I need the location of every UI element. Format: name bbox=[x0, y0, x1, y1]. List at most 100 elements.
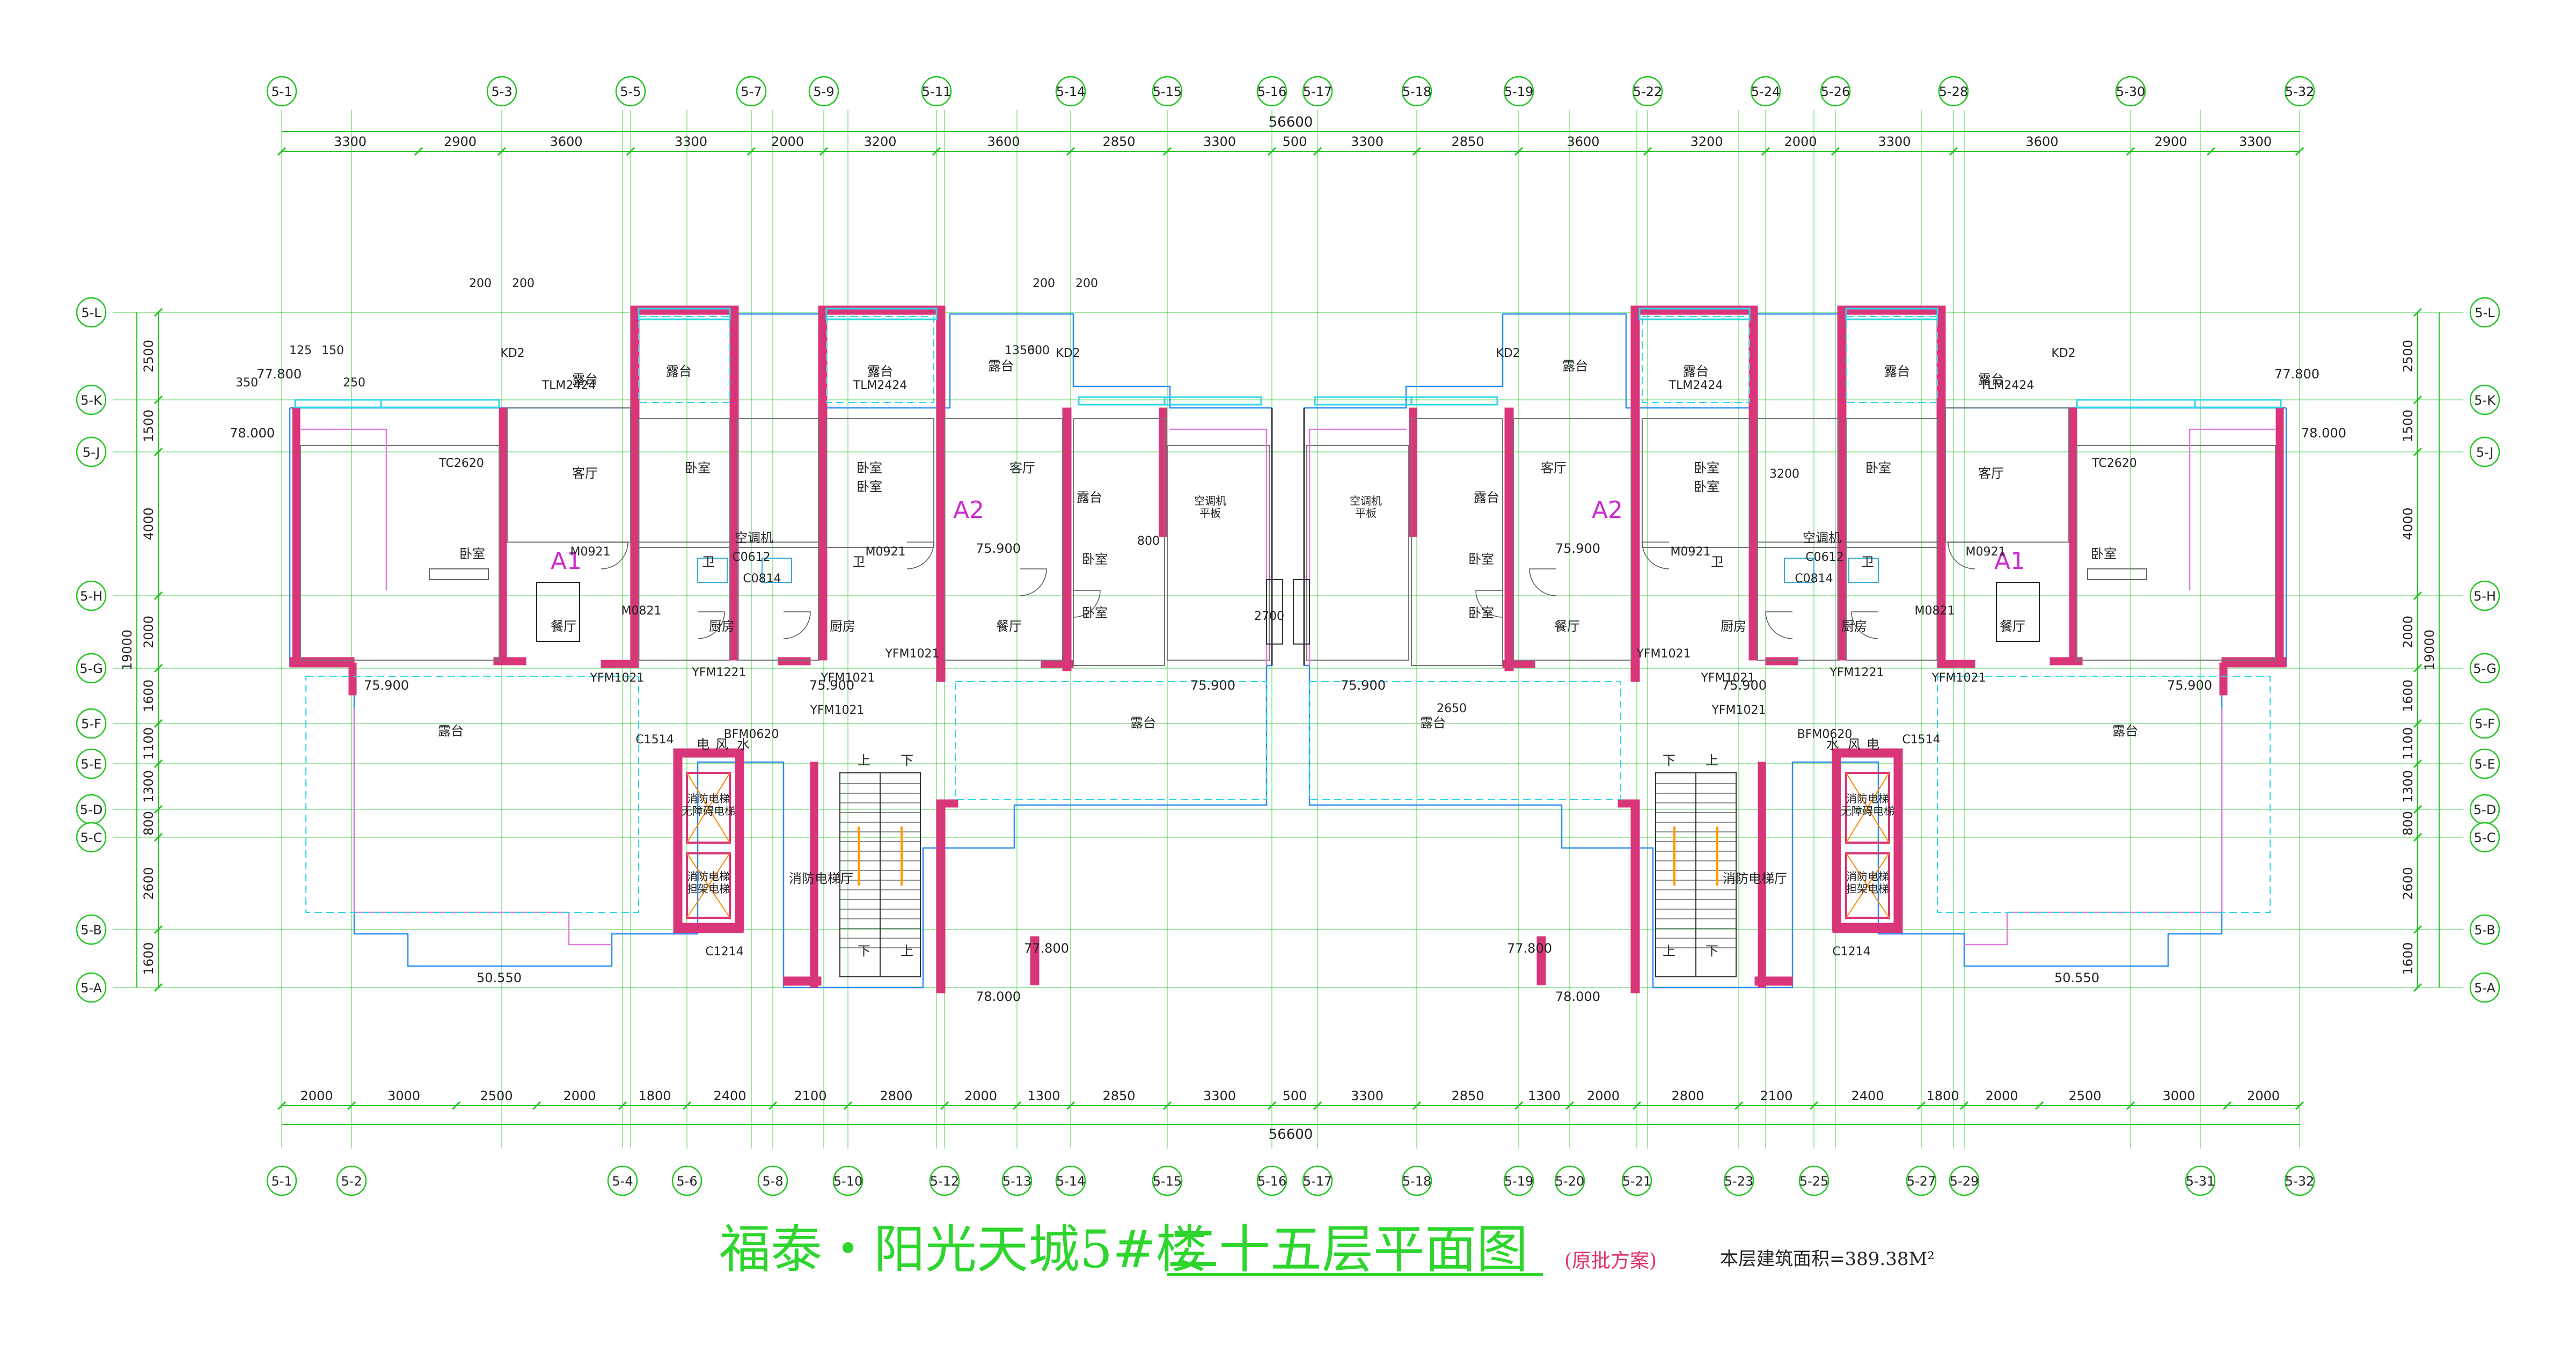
code-label: YFM1221 bbox=[691, 666, 746, 679]
structural-wall bbox=[1502, 660, 1535, 668]
structural-wall bbox=[729, 305, 739, 661]
dim-top-label: 3300 bbox=[334, 134, 367, 149]
axis-bubble-top: 5-18 bbox=[1402, 84, 1431, 99]
room-dining: 餐厅 bbox=[551, 619, 576, 634]
dim-bottom-tick bbox=[1162, 1101, 1172, 1110]
room-terrace: 露台 bbox=[572, 372, 598, 387]
axis-bubble-bottom: 5-18 bbox=[1402, 1174, 1431, 1189]
pipe-line bbox=[2189, 428, 2275, 590]
axis-bubble-right-circle bbox=[2469, 822, 2500, 853]
door-swing bbox=[1851, 611, 1879, 639]
elevator-shaft bbox=[1845, 772, 1890, 844]
elevation-label: 75.900 bbox=[1555, 541, 1600, 556]
room-elevator-2: 担架电梯 bbox=[1846, 882, 1889, 895]
dim-bottom-tick bbox=[843, 1101, 853, 1110]
dim-top-label: 2900 bbox=[2154, 134, 2187, 149]
dim-right-label: 1600 bbox=[2401, 942, 2416, 975]
misc-dim: 800 bbox=[1137, 535, 1160, 548]
room-outline bbox=[1846, 542, 1938, 661]
door-swing bbox=[783, 611, 811, 639]
bed-icon bbox=[2087, 568, 2147, 580]
dim-right-label: 2000 bbox=[2401, 616, 2416, 648]
pipe-line bbox=[353, 708, 612, 946]
room-outline bbox=[2076, 445, 2276, 661]
axis-bubble-bottom-circle bbox=[1554, 1165, 1585, 1196]
axis-bubble-top-circle bbox=[808, 76, 839, 107]
axis-bubble-top: 5-22 bbox=[1633, 84, 1662, 99]
code-label: YFM1021 bbox=[809, 704, 864, 717]
dim-right-tick bbox=[2413, 591, 2423, 601]
elevation-label: 78.000 bbox=[976, 989, 1021, 1004]
axis-bubble-left: 5-B bbox=[80, 923, 102, 938]
dim-bottom-label: 500 bbox=[1283, 1088, 1307, 1103]
room-outline bbox=[1757, 542, 1839, 661]
stair-up: 上 bbox=[901, 944, 913, 959]
axis-bubble-bottom-circle bbox=[832, 1165, 863, 1196]
axis-bubble-left: 5-D bbox=[80, 802, 103, 817]
dim-left-label: 1300 bbox=[141, 770, 156, 803]
dim-bottom-label: 2850 bbox=[1451, 1088, 1484, 1103]
axis-bubble-top: 5-1 bbox=[271, 84, 292, 99]
elevation-label: 75.900 bbox=[364, 678, 409, 693]
room-kitchen: 厨房 bbox=[1721, 619, 1746, 634]
axis-bubble-left: 5-G bbox=[79, 661, 103, 676]
axis-bubble-left-circle bbox=[76, 384, 107, 415]
stair-down: 下 bbox=[1706, 944, 1718, 959]
room-bath: 卫 bbox=[1711, 554, 1724, 569]
structural-wall bbox=[292, 407, 301, 666]
dim-bottom-tick bbox=[1514, 1101, 1524, 1110]
dim-bottom-tick bbox=[2035, 1101, 2044, 1110]
door-swing bbox=[906, 542, 934, 569]
axis-bubble-left-circle bbox=[76, 748, 107, 779]
axis-bubble-bottom: 5-14 bbox=[1056, 1174, 1085, 1189]
axis-bubble-left-circle bbox=[76, 436, 107, 467]
room-ac: 空调机 bbox=[1803, 530, 1841, 545]
code-label: C1214 bbox=[705, 945, 743, 959]
elevation-label: 50.550 bbox=[477, 970, 522, 985]
structural-wall bbox=[2050, 657, 2083, 666]
elevator-cross bbox=[1846, 772, 1890, 843]
axis-bubble-left: 5-C bbox=[80, 830, 103, 845]
code-label: BFM0620 bbox=[1797, 728, 1853, 741]
axis-bubble-bottom: 5-6 bbox=[676, 1174, 697, 1189]
room-bedroom: 卧室 bbox=[1694, 479, 1719, 494]
room-bedroom: 卧室 bbox=[1082, 605, 1108, 620]
axis-bubble-right: 5-C bbox=[2474, 830, 2496, 845]
pipe-line bbox=[301, 428, 387, 590]
code-label: TLM2424 bbox=[541, 379, 596, 392]
axis-bubble-left-circle bbox=[76, 653, 107, 684]
terrace-outline bbox=[1642, 316, 1750, 403]
misc-dim: 2700 bbox=[1254, 610, 1284, 623]
terrace-outline bbox=[638, 316, 730, 403]
dim-bottom-tick bbox=[1267, 1101, 1277, 1110]
pipe-line bbox=[1170, 428, 1268, 666]
elevator-shaft bbox=[686, 852, 731, 919]
axis-bubble-right-circle bbox=[2469, 384, 2500, 415]
dim-bottom-tick bbox=[618, 1101, 627, 1110]
code-label: YFM1021 bbox=[884, 647, 939, 661]
room-outline bbox=[737, 418, 819, 548]
dim-bottom-tick bbox=[1809, 1101, 1819, 1110]
axis-bubble-top-circle bbox=[1152, 76, 1183, 107]
axis-bubble-bottom-circle bbox=[1723, 1165, 1754, 1196]
elevation-label: 78.000 bbox=[2301, 426, 2346, 441]
elevation-label: 75.900 bbox=[1722, 678, 1767, 693]
dim-right-tick bbox=[2413, 663, 2423, 673]
structural-wall bbox=[1758, 762, 1766, 988]
dim-top-tick bbox=[277, 147, 287, 156]
axis-bubble-left: 5-A bbox=[80, 981, 102, 996]
dim-right-tick bbox=[2413, 447, 2423, 457]
dim-left-label: 1500 bbox=[141, 410, 156, 442]
outer-wall bbox=[1303, 313, 2287, 989]
code-label: KD2 bbox=[1496, 347, 1520, 360]
room-bedroom: 卧室 bbox=[1468, 552, 1494, 567]
terrace-outline bbox=[305, 676, 639, 913]
room-bedroom: 卧室 bbox=[1694, 460, 1719, 476]
code-label: KD2 bbox=[500, 347, 524, 360]
room-outline bbox=[737, 542, 819, 661]
terrace-outline bbox=[1937, 676, 2271, 913]
dim-bottom-label: 2000 bbox=[563, 1088, 596, 1103]
axis-bubble-bottom: 5-21 bbox=[1622, 1174, 1651, 1189]
room-elevator-1: 消防电梯 bbox=[1846, 792, 1889, 805]
axis-bubble-bottom: 5-27 bbox=[1907, 1174, 1936, 1189]
